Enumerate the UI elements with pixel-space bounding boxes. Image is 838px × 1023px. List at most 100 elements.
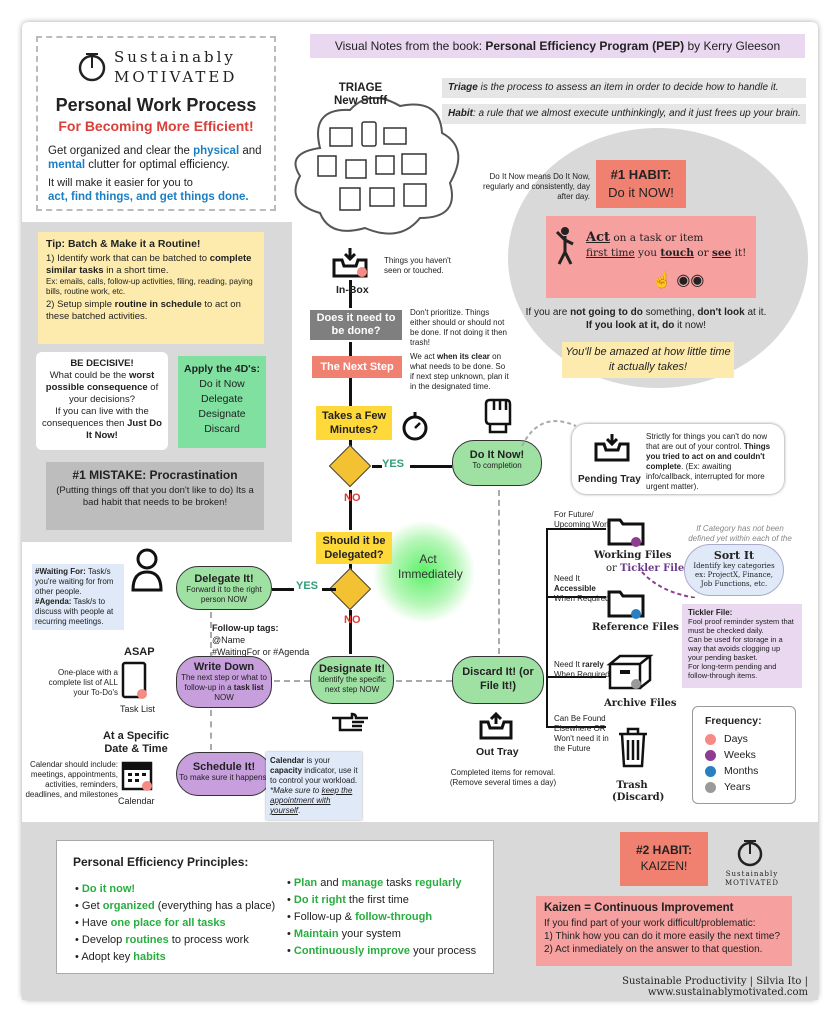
found-note: Can Be Found Elsewhere OR Won't need it … [554,714,609,753]
yes-connector [322,588,336,591]
yes-connector [272,588,294,591]
stopwatch-icon [402,412,428,441]
tickler-item: Can be used for storage in a way that av… [688,635,783,662]
discard-node: Discard It! (or File It!) [452,656,544,704]
pending-tray-icon [594,434,630,462]
header-author: by Kerry Gleeson [684,39,781,53]
footer-credit: Sustainable Productivity | Silvia Ito | … [622,976,808,998]
calendar-note: Calendar should include: meetings, appoi… [25,760,118,799]
dashed-connector [210,710,212,750]
pending-arrow [521,420,577,447]
header-prefix: Visual Notes from the book: [334,39,486,53]
kaizen-box: Kaizen = Continuous Improvement If you f… [536,896,792,966]
needdone-box: Does it need to be done? [310,310,402,340]
flow-connector [349,280,352,308]
act-text: Act on a task or item first time you tou… [586,230,747,259]
mistake-box: #1 MISTAKE: Procrastination (Putting thi… [46,462,264,530]
legend-dot [705,749,716,761]
accessible-note: Need It Accessible When Required [554,574,610,603]
dashed-connector [498,490,500,654]
decisive-l2: If you can live with the consequences th… [42,406,162,441]
future-note: For Future/ Upcoming Work [554,510,611,529]
yes-connector [410,465,452,468]
principle-item: Adopt key habits [75,949,275,966]
tip-p2: 2) Setup simple routine in schedule to a… [46,299,241,322]
working-files-label: Working Files [594,550,672,561]
principles-title: Personal Efficiency Principles: [73,855,249,869]
legend-item: Weeks [705,749,783,761]
principle-item: Plan and manage tasks regularly [287,875,476,892]
tasklist-label: Task List [120,704,156,714]
tickler-title: Tickler File: [688,608,733,617]
brand-top: Sustainably [114,48,236,66]
header-banner: Visual Notes from the book: Personal Eff… [310,34,805,58]
fourd-item: Do it Now [199,378,245,390]
nextstep-note: We act when its clear on what needs to b… [410,352,509,391]
principles-left: Do it now! Get organized (everything has… [75,881,275,966]
notgoing-text: If you are not going to do something, do… [525,307,767,331]
act-box: Act on a task or item first time you tou… [546,216,756,298]
doitnow-note: Do It Now means Do It Now, regularly and… [482,172,590,201]
flow-connector [349,490,352,530]
yes-label: YES [382,458,405,470]
sort-it-bubble: Sort It Identify key categories ex: Proj… [684,544,784,596]
archive-box-icon [606,654,654,690]
yes-connector [372,465,382,468]
legend-item: Months [705,765,783,777]
page-subtitle: For Becoming More Efficient! [58,118,254,134]
dashed-connector [210,612,212,658]
working-folder-icon [607,518,645,547]
legend-item: Years [705,781,783,793]
amazed-box: You'll be amazed at how little time it a… [562,342,734,378]
mistake-body: (Putting things off that you don't like … [56,485,254,508]
asap-label: ASAP [124,646,155,658]
brand-bottom: MOTIVATED [114,68,238,86]
reference-files-label: Reference Files [592,622,679,633]
fourd-box: Apply the 4D's: Do it Now Delegate Desig… [178,356,266,448]
rarely-note: Need It rarely When Required [554,660,610,679]
header-book: Personal Efficiency Program (PEP) [485,39,685,53]
bicycle-logo-icon [78,53,106,82]
oneplace-note: One-place with a complete list of ALL yo… [48,668,118,697]
task-list-icon [121,661,147,699]
flow-connector [349,376,352,406]
hand-eyes-icon: ☝ ◉◉ [652,272,705,289]
fourd-item: Discard [204,423,240,435]
tickler-item: Fool proof reminder system that must be … [688,617,794,635]
fourd-item: Designate [198,408,246,420]
delegated-box: Should it be Delegated? [316,532,392,564]
files-spine [546,528,548,728]
waiting-box: #Waiting For: Task/s you're waiting for … [32,564,124,630]
minutes-box: Takes a Few Minutes? [316,406,392,440]
tickler-box: Tickler File: Fool proof reminder system… [682,604,802,688]
files-branch [546,528,606,530]
tickler-arrow [641,571,697,598]
dashed-connector [396,680,452,682]
inbox-note: Things you haven't seen or touched. [384,256,451,275]
no-label: NO [344,614,361,626]
triage-definition: Triage is the process to assess an item … [442,78,806,98]
title-block: Sustainably MOTIVATED Personal Work Proc… [36,36,276,211]
pointing-hand-icon [332,712,368,732]
pending-note: Strictly for things you can't do now tha… [646,432,771,491]
outtray-note: Completed items for removal. (Remove sev… [449,768,557,787]
dashed-connector [274,680,310,682]
bicycle-logo-icon [737,840,763,867]
triage-cloud [294,97,460,235]
habit1-box: #1 HABIT:Do it NOW! [596,160,686,208]
intro-line2: It will make it easier for you to [48,177,193,189]
frequency-legend: Frequency: Days Weeks Months Years [692,706,796,804]
principles-box: Personal Efficiency Principles: Do it no… [56,840,494,974]
nextstep-box: The Next Step [312,356,402,378]
files-branch [546,726,606,728]
needdone-note: Don't prioritize. Things either should o… [410,308,507,347]
kaizen-line: 2) Act inmediately on the answer to that… [544,944,763,955]
trash-icon [619,727,647,768]
no-label: NO [344,492,361,504]
followup-tags: Follow-up tags:@Name#WaitingFor or #Agen… [212,623,310,657]
calendar-label: Calendar [118,796,155,806]
principle-item: Develop routines to process work [75,932,275,949]
fourd-item: Delegate [200,393,244,405]
